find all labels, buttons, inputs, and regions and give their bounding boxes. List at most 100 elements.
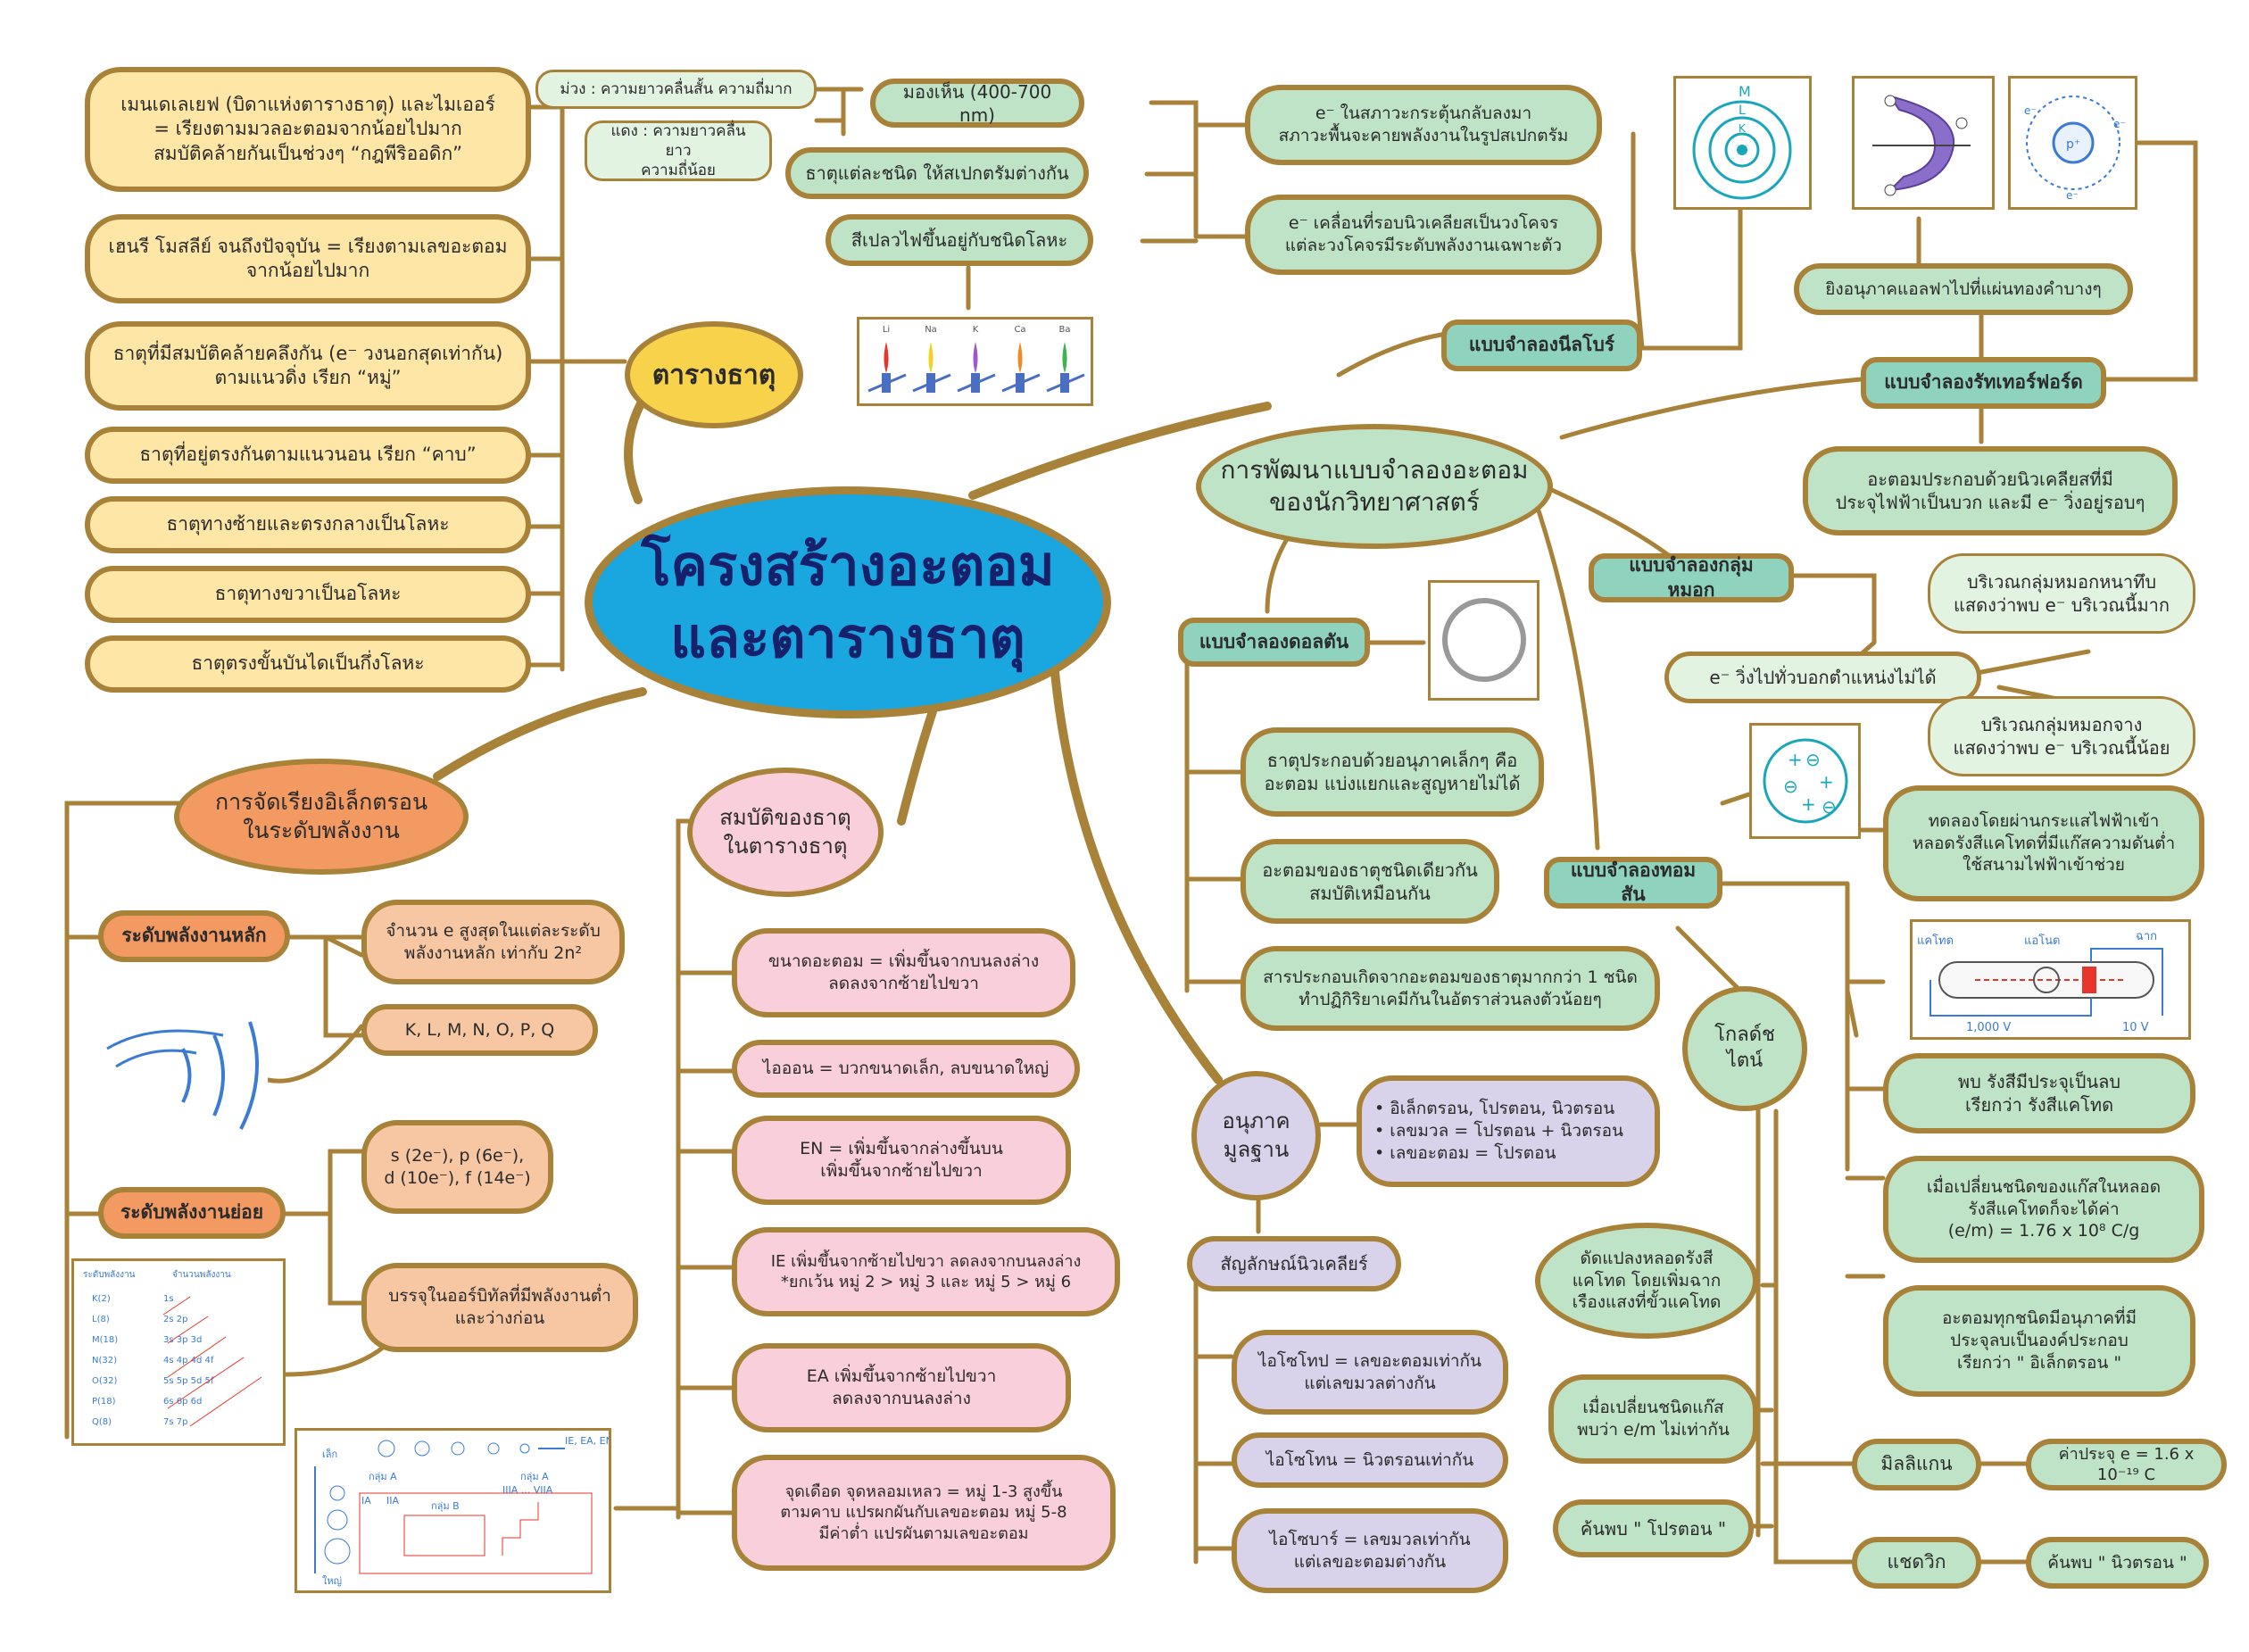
gold-foil-picture bbox=[1852, 76, 1995, 210]
rutherford-experiment: ยิงอนุภาคแอลฟาไปที่แผ่นทองคำบางๆ bbox=[1794, 263, 2133, 315]
particles-node: อนุภาค มูลฐาน bbox=[1191, 1071, 1321, 1200]
cloud-sparse: บริเวณกลุ่มหมอกจาง แสดงว่าพบ e⁻ บริเวณนี… bbox=[1928, 696, 2195, 776]
svg-text:⊖: ⊖ bbox=[1822, 796, 1837, 818]
flame-shape-icon bbox=[1017, 342, 1023, 373]
millikan-label: มิลลิแกน bbox=[1852, 1439, 1981, 1490]
bohr-excited: e⁻ ในสภาวะกระตุ้นกลับลงมา สภาวะพื้นจะคาย… bbox=[1245, 85, 1602, 165]
table-level: K(2) bbox=[92, 1294, 111, 1304]
property-ie: IE เพิ่มขึ้นจากซ้ายไปขวา ลดลงจากบนลงล่าง… bbox=[732, 1227, 1120, 1316]
link-center-config bbox=[433, 687, 647, 781]
chadwick-value: ค้นพบ " นิวตรอน " bbox=[2026, 1537, 2209, 1589]
flame-shape-icon bbox=[973, 342, 978, 373]
link-center-particles bbox=[1049, 647, 1223, 1084]
thomson-cathode-ray: พบ รังสีมีประจุเป็นลบ เรียกว่า รังสีแคโท… bbox=[1883, 1053, 2195, 1133]
rutherford-atom-picture: p⁺ e⁻ e⁻ e⁻ bbox=[2008, 76, 2137, 210]
periodic-table-node: ตารางธาตุ bbox=[625, 321, 803, 428]
properties-node: สมบัติของธาตุ ในตารางธาตุ bbox=[687, 768, 884, 897]
cloud-moving: e⁻ วิ่งไปทั่วบอกตำแหน่งไม่ได้ bbox=[1664, 652, 1981, 703]
shell-names: K, L, M, N, O, P, Q bbox=[361, 1004, 598, 1056]
main-energy-level: ระดับพลังงานหลัก bbox=[98, 910, 290, 962]
electron-label: e⁻ bbox=[2066, 189, 2079, 202]
svg-text:+: + bbox=[1819, 771, 1834, 793]
link-dalton bbox=[1184, 519, 1426, 993]
table-header: จำนวนพลังงาน bbox=[172, 1270, 231, 1280]
electron-config-node: การจัดเรียงอิเล็กตรอน ในระดับพลังงาน bbox=[174, 759, 469, 875]
millikan-value: ค่าประจุ e = 1.6 x 10⁻¹⁹ C bbox=[2026, 1439, 2227, 1490]
link-particles bbox=[1193, 1122, 1359, 1565]
link-millikan bbox=[1760, 1108, 2029, 1565]
flame-2: K bbox=[957, 325, 996, 393]
dalton-atom-picture bbox=[1428, 580, 1539, 701]
property-atomic-size: ขนาดอะตอม = เพิ่มขึ้นจากบนลงล่าง ลดลงจาก… bbox=[732, 928, 1075, 1017]
spectrum-violet: ม่วง : ความยาวคลื่นสั้น ความถี่มาก bbox=[535, 70, 817, 109]
chadwick-label: แชดวิก bbox=[1852, 1537, 1981, 1589]
models-node: การพัฒนาแบบจำลองอะตอม ของนักวิทยาศาสตร์ bbox=[1196, 424, 1553, 549]
bohr-orbit: e⁻ เคลื่อนที่รอบนิวเคลียสเป็นวงโคจร แต่ล… bbox=[1245, 195, 1602, 275]
goldstein-tube: ดัดแปลงหลอดรังสี แคโทด โดยเพิ่มฉาก เรือง… bbox=[1535, 1223, 1758, 1339]
group-a-label: กลุ่ม A bbox=[520, 1471, 549, 1482]
periodic-mendeleev: เมนเดเลเยฟ (บิดาแห่งตารางธาตุ) และไมเออร… bbox=[85, 67, 531, 192]
spectrum-flame: สีเปลวไฟขึ้นอยู่กับชนิดโลหะ bbox=[826, 214, 1093, 266]
goldstein-node: โกลด์ชไตน์ bbox=[1682, 986, 1807, 1111]
rutherford-conclusion: อะตอมประกอบด้วยนิวเคลียสที่มี ประจุไฟฟ้า… bbox=[1803, 446, 2178, 535]
shell-label: L bbox=[1739, 104, 1746, 118]
particles-list: • อิเล็กตรอน, โปรตอน, นิวตรอน • เลขมวล =… bbox=[1357, 1075, 1660, 1187]
size-small-label: เล็ก bbox=[322, 1448, 337, 1460]
shell-label: M bbox=[1739, 83, 1751, 100]
group-label: IIIA ... VIIA bbox=[502, 1484, 553, 1496]
size-large-label: ใหญ่ bbox=[322, 1575, 342, 1587]
periodic-group: ธาตุที่มีสมบัติคล้ายคลึงกัน (e⁻ วงนอกสุด… bbox=[85, 321, 531, 411]
flame-shape-icon bbox=[884, 342, 889, 373]
nucleus-label: p⁺ bbox=[2066, 137, 2080, 152]
table-orbitals: 7s 7p bbox=[163, 1417, 187, 1427]
table-level: N(32) bbox=[92, 1356, 117, 1366]
flame-test-picture: Li Na K Ca Ba bbox=[857, 317, 1093, 406]
svg-text:+: + bbox=[1801, 793, 1816, 815]
thomson-em-ratio: เมื่อเปลี่ยนชนิดของแก๊สในหลอด รังสีแคโทด… bbox=[1883, 1156, 2204, 1263]
tube-label: 10 V bbox=[2122, 1021, 2149, 1034]
isotope: ไอโซโทป = เลขอะตอมเท่ากัน แต่เลขมวลต่างก… bbox=[1232, 1330, 1508, 1415]
rutherford-model-label: แบบจำลองรัทเทอร์ฟอร์ด bbox=[1861, 357, 2106, 409]
link-periodic-bracket bbox=[560, 95, 627, 672]
flame-label: Li bbox=[883, 325, 890, 335]
electron-label: e⁻ bbox=[2024, 104, 2037, 117]
spectrum-red: แดง : ความยาวคลื่นยาว ความถี่น้อย bbox=[585, 120, 772, 181]
thomson-atom-picture: +⊖+ ⊖+⊖ bbox=[1749, 723, 1861, 839]
property-ea: EA เพิ่มขึ้นจากซ้ายไปขวา ลดลงจากบนลงล่าง bbox=[732, 1343, 1071, 1432]
bohr-atom-picture: M L K bbox=[1673, 76, 1812, 210]
sub-energy-level: ระดับพลังงานย่อย bbox=[98, 1187, 286, 1239]
svg-text:⊖: ⊖ bbox=[1783, 776, 1798, 797]
orbital-filling: บรรจุในออร์บิทัลที่มีพลังงานต่ำ และว่างก… bbox=[361, 1263, 638, 1352]
flame-shape-icon bbox=[928, 342, 934, 373]
group-label: IA bbox=[361, 1495, 371, 1507]
table-level: M(18) bbox=[92, 1335, 118, 1345]
link-config bbox=[64, 801, 409, 1440]
flame-shape-icon bbox=[1062, 342, 1067, 373]
periodic-metalloid: ธาตุตรงขั้นบันไดเป็นกึ่งโลหะ bbox=[85, 635, 531, 693]
link-center-models bbox=[968, 402, 1272, 500]
property-ion-size: ไอออน = บวกขนาดเล็ก, ลบขนาดใหญ่ bbox=[732, 1040, 1080, 1098]
flame-3: Ca bbox=[1001, 325, 1041, 393]
dalton-postulate-1: ธาตุประกอบด้วยอนุภาคเล็กๆ คือ อะตอม แบ่ง… bbox=[1241, 727, 1544, 817]
tube-label: แอโนด bbox=[2024, 934, 2061, 948]
flame-label: K bbox=[973, 325, 979, 335]
link-rutherford bbox=[1559, 140, 2198, 444]
cloud-dense: บริเวณกลุ่มหมอกหนาทึบ แสดงว่าพบ e⁻ บริเว… bbox=[1928, 553, 2195, 634]
table-orbitals: 2s 2p bbox=[163, 1315, 187, 1324]
table-level: Q(8) bbox=[92, 1417, 112, 1427]
dalton-model-label: แบบจำลองดอลตัน bbox=[1178, 618, 1370, 667]
orbital-table-picture: ระดับพลังงาน จำนวนพลังงาน K(2) L(8) M(18… bbox=[71, 1258, 286, 1446]
property-melting-boiling: จุดเดือด จุดหลอมเหลว = หมู่ 1-3 สูงขึ้น … bbox=[732, 1455, 1116, 1571]
periodic-nonmetal: ธาตุทางขวาเป็นอโลหะ bbox=[85, 566, 531, 623]
flame-label: Na bbox=[925, 325, 937, 335]
thomson-experiment: ทดลองโดยผ่านกระแสไฟฟ้าเข้า หลอดรังสีแคโท… bbox=[1883, 785, 2204, 901]
shell-label: K bbox=[1739, 122, 1747, 135]
trend-arrow-label: IE, EA, EN, Eº bbox=[565, 1435, 609, 1447]
tube-label: แคโทด bbox=[1917, 934, 1954, 948]
subshell-capacity: s (2e⁻), p (6e⁻), d (10e⁻), f (14e⁻) bbox=[361, 1120, 553, 1214]
table-level: L(8) bbox=[92, 1315, 110, 1324]
table-orbitals: 5s 5p 5d 5f bbox=[163, 1376, 214, 1386]
goldstein-proton: ค้นพบ " โปรตอน " bbox=[1553, 1499, 1754, 1557]
isotone: ไอโซโทน = นิวตรอนเท่ากัน bbox=[1232, 1432, 1508, 1488]
max-electrons: จำนวน e สูงสุดในแต่ละระดับ พลังงานหลัก เ… bbox=[361, 900, 625, 984]
